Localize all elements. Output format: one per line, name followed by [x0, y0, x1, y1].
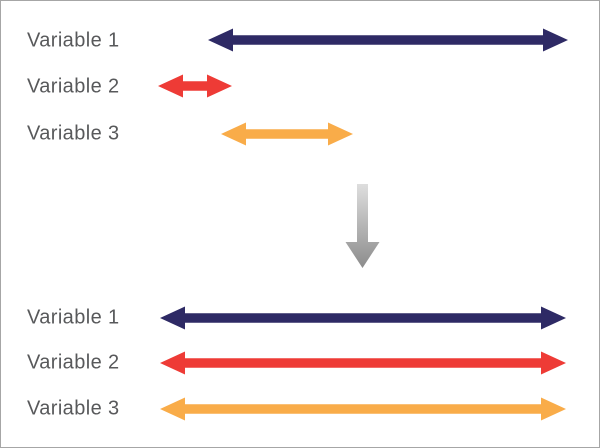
after-variable-1-label: Variable 1 — [27, 306, 120, 329]
after-range-arrow-2 — [160, 351, 566, 375]
before-variable-1-label: Variable 1 — [27, 29, 120, 52]
after-range-arrow-3 — [160, 397, 566, 421]
after-variable-3-label: Variable 3 — [27, 397, 120, 420]
after-variable-2-label: Variable 2 — [27, 351, 120, 374]
before-range-arrow-3 — [221, 122, 353, 146]
transform-down-arrow — [345, 184, 380, 268]
before-variable-2-label: Variable 2 — [27, 75, 120, 98]
before-range-arrow-1 — [208, 28, 568, 52]
before-range-arrow-2 — [158, 74, 232, 98]
before-variable-3-label: Variable 3 — [27, 122, 120, 145]
after-range-arrow-1 — [160, 306, 566, 330]
